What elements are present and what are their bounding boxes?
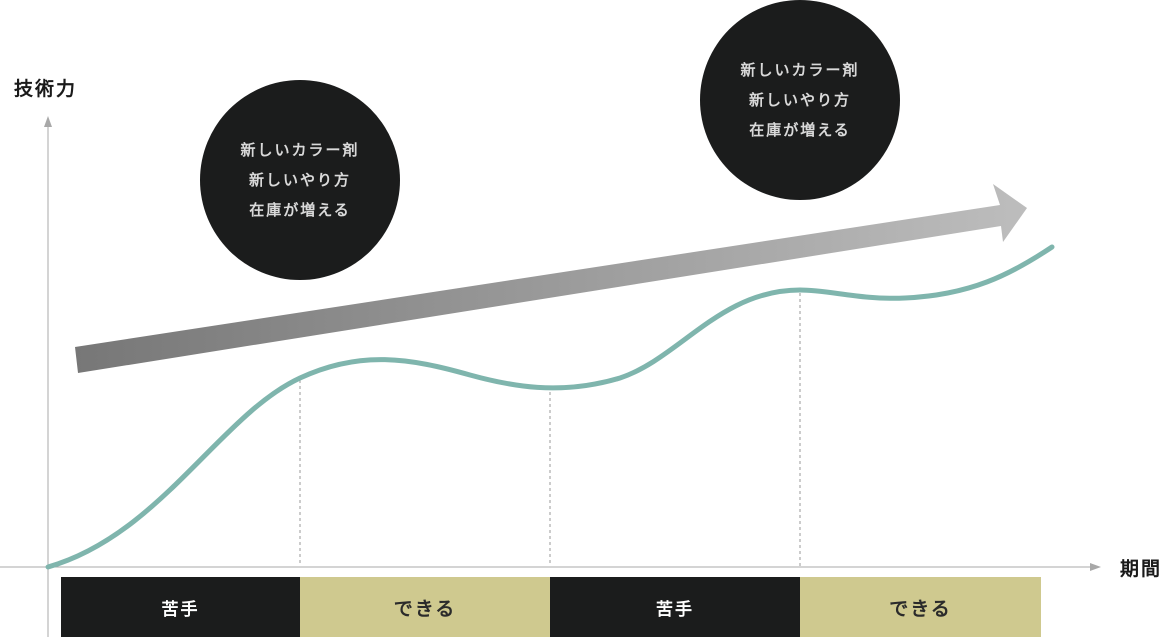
bubble-line: 新しいカラー剤 [240, 141, 360, 159]
challenge-bubble: 新しいカラー剤 新しいやり方 在庫が増える [700, 0, 900, 200]
phase-band-weak: 苦手 [61, 577, 300, 637]
phase-band-weak: 苦手 [550, 577, 800, 637]
bubble-line: 新しいやり方 [748, 91, 851, 109]
bubble-line: 新しいカラー剤 [740, 61, 860, 79]
phase-band-capable: できる [800, 577, 1041, 637]
x-axis-label: 期間 [1120, 558, 1163, 580]
phase-band-capable: できる [300, 577, 550, 637]
trend-arrow [75, 184, 1027, 373]
bubble-line: 新しいやり方 [248, 171, 351, 189]
y-axis-label: 技術力 [14, 78, 78, 100]
growth-curve [45, 244, 1055, 570]
x-axis-arrowhead [1090, 563, 1101, 571]
y-axis-arrowhead [44, 116, 52, 127]
bubble-line: 在庫が増える [249, 201, 351, 219]
challenge-bubble: 新しいカラー剤 新しいやり方 在庫が増える [200, 80, 400, 280]
bubble-line: 在庫が増える [749, 121, 851, 139]
